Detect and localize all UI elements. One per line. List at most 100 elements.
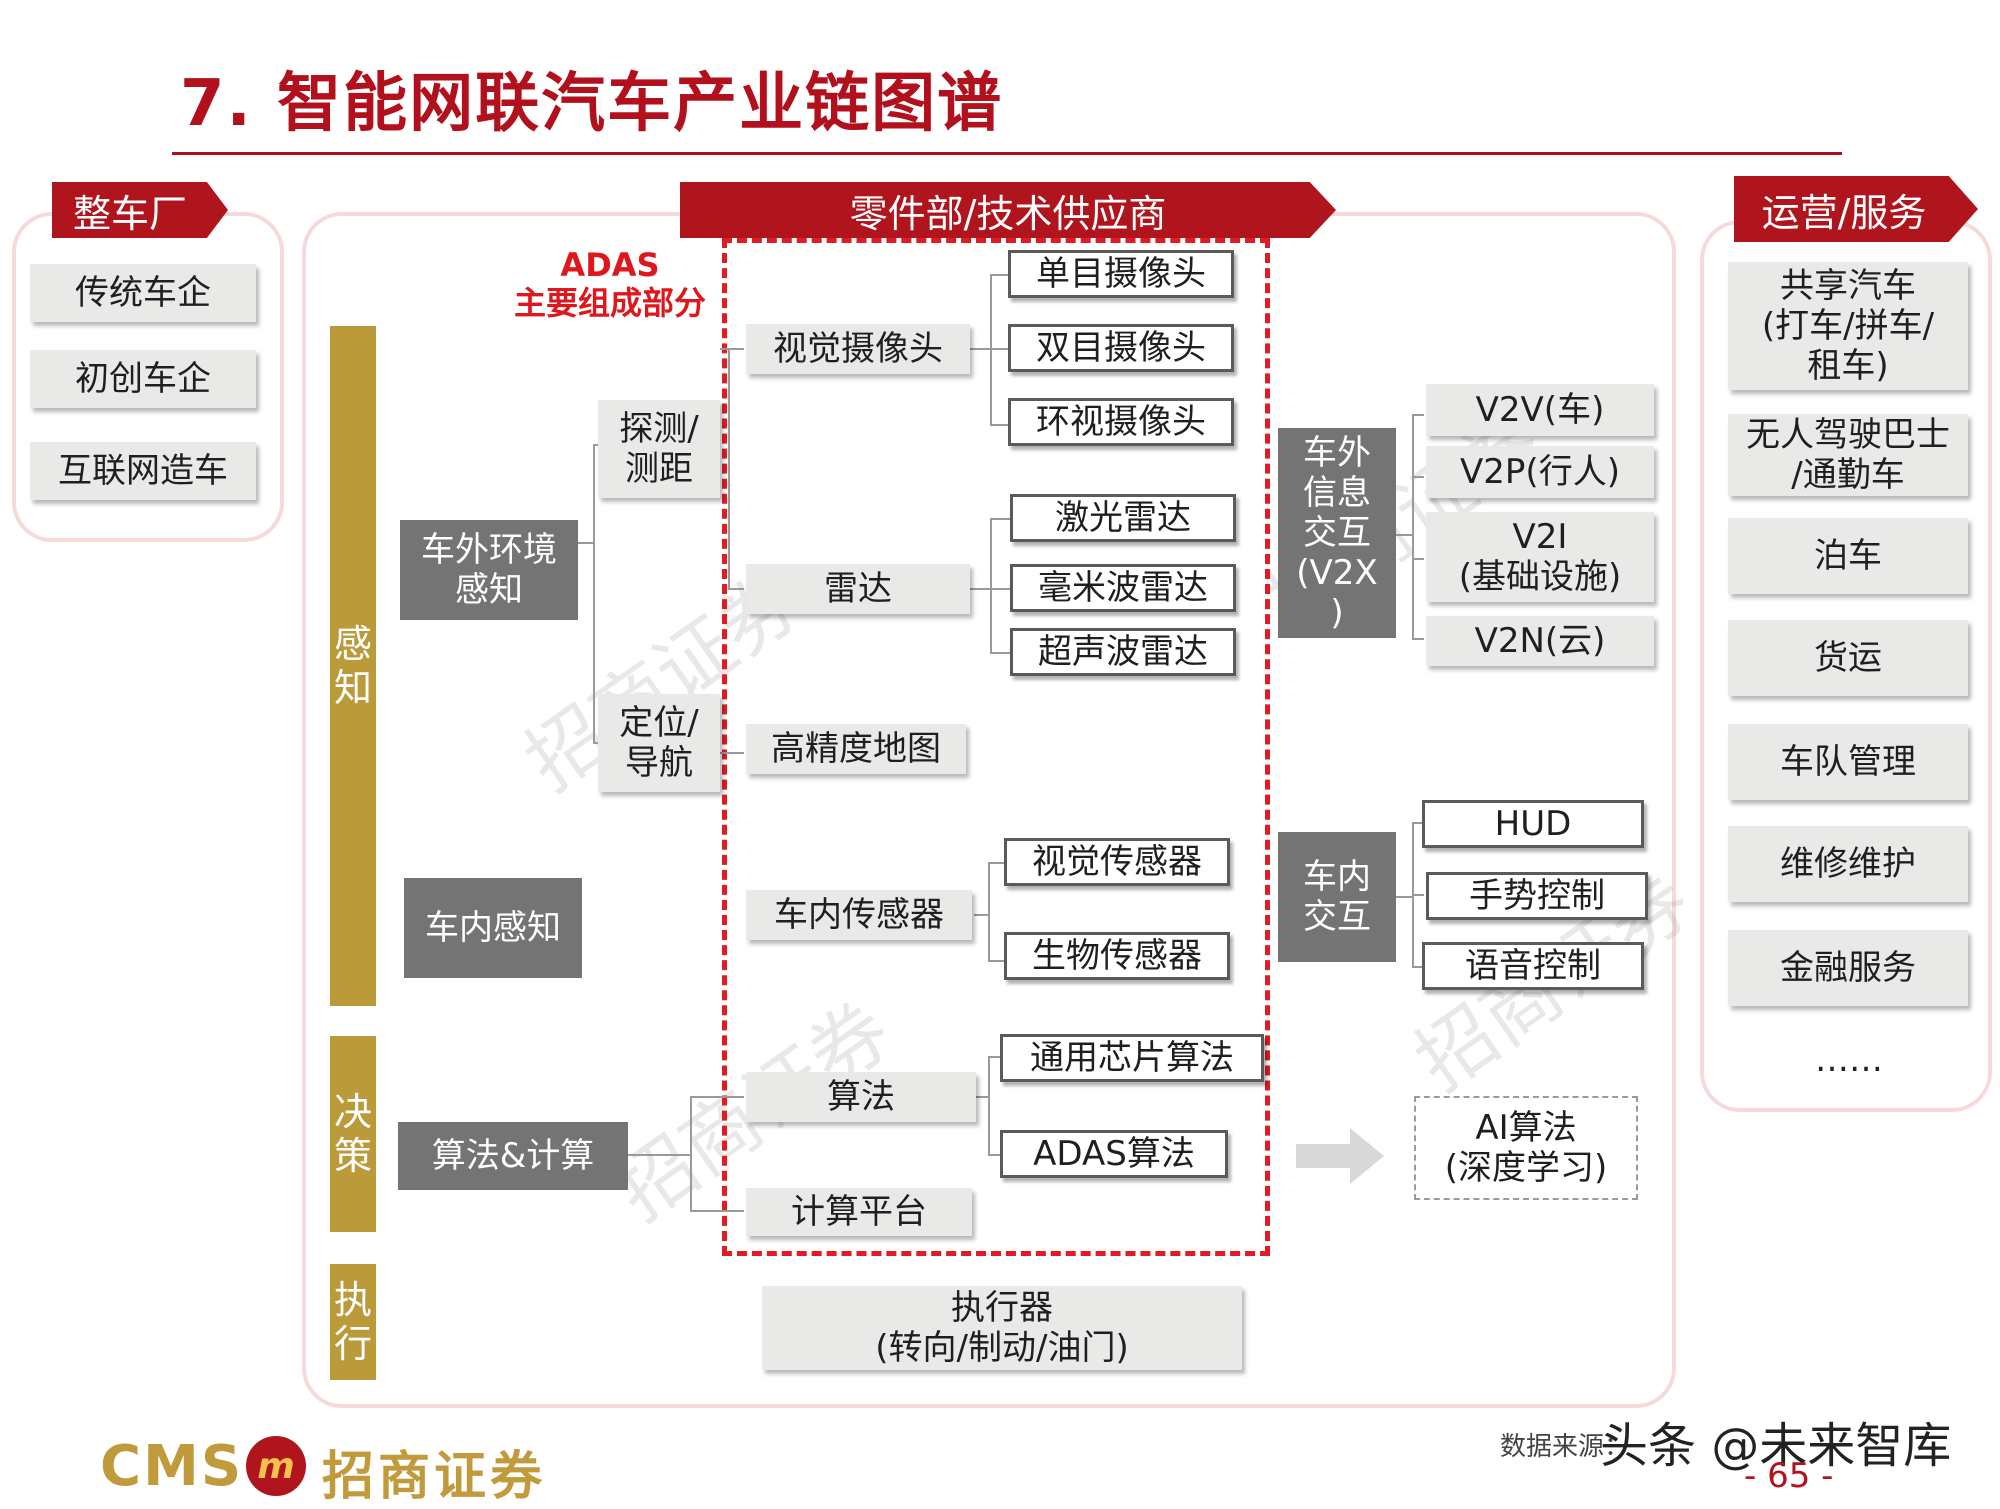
connector <box>1412 414 1424 416</box>
algo-compute: 算法&计算 <box>398 1122 628 1190</box>
camera-mono: 单目摄像头 <box>1008 250 1234 298</box>
connector <box>974 914 988 916</box>
v2x-interaction-label: 车外 信息 交互 (V2X ) <box>1296 433 1378 633</box>
detect-ranging-label: 探测/ 测距 <box>619 409 699 489</box>
connector <box>988 862 1004 864</box>
connector <box>728 348 730 590</box>
title-underline <box>172 152 1842 155</box>
services-banner: 运营/服务 <box>1734 176 1978 242</box>
arrow-right-icon <box>1296 1128 1384 1184</box>
exterior-perception-label: 车外环境 感知 <box>421 530 557 610</box>
connector <box>988 1154 1000 1156</box>
v2p: V2P(行人) <box>1426 446 1654 498</box>
stage-decision-label: 决 策 <box>333 1090 372 1178</box>
service-more: …… <box>1815 1040 1883 1080</box>
oem-banner: 整车厂 <box>52 182 228 238</box>
oem-startup: 初创车企 <box>30 350 256 408</box>
service-bus: 无人驾驶巴士 /通勤车 <box>1728 414 1968 496</box>
radar-mmwave: 毫米波雷达 <box>1010 564 1236 612</box>
adas-label: ADAS 主要组成部分 <box>500 246 720 326</box>
connector <box>1412 638 1424 640</box>
v2i-label: V2I (基础设施) <box>1458 517 1622 597</box>
connector <box>593 444 595 744</box>
connector <box>690 1096 744 1098</box>
connector <box>988 1056 990 1156</box>
connector <box>628 1154 690 1156</box>
connector <box>720 348 728 350</box>
stage-execution-label: 执 行 <box>333 1278 372 1366</box>
connector <box>990 518 1010 520</box>
exterior-perception: 车外环境 感知 <box>400 520 578 620</box>
actuator: 执行器 (转向/制动/油门) <box>762 1286 1242 1370</box>
connector <box>593 742 599 744</box>
hd-map: 高精度地图 <box>746 724 966 774</box>
connector <box>990 424 1010 426</box>
service-maintenance: 维修维护 <box>1728 826 1968 902</box>
camera-vision: 视觉摄像头 <box>746 324 970 374</box>
connector <box>970 588 990 590</box>
interior-perception: 车内感知 <box>404 878 582 978</box>
service-bus-label: 无人驾驶巴士 /通勤车 <box>1746 415 1950 495</box>
cabin-interaction-label: 车内 交互 <box>1303 857 1371 937</box>
logo-mark-letter: m <box>257 1445 295 1487</box>
connector <box>990 274 1010 276</box>
camera-stereo: 双目摄像头 <box>1008 324 1234 372</box>
v2n: V2N(云) <box>1426 616 1654 666</box>
connector <box>593 444 599 446</box>
connector <box>990 588 1010 590</box>
camera-surround: 环视摄像头 <box>1008 398 1234 446</box>
algo-general-chip: 通用芯片算法 <box>1000 1034 1264 1082</box>
connector <box>1412 476 1424 478</box>
ai-deep-learning-label: AI算法 (深度学习) <box>1444 1108 1608 1188</box>
gesture-control: 手势控制 <box>1426 872 1648 920</box>
radar: 雷达 <box>746 564 970 614</box>
connector <box>988 1056 1000 1058</box>
v2x-interaction: 车外 信息 交互 (V2X ) <box>1278 428 1396 638</box>
service-sharing: 共享汽车 (打车/拼车/ 租车) <box>1728 262 1968 390</box>
supplier-banner: 零件部/技术供应商 <box>680 182 1336 238</box>
radar-ultrasonic: 超声波雷达 <box>1010 628 1236 676</box>
positioning-navigation-label: 定位/ 导航 <box>619 703 699 783</box>
voice-control: 语音控制 <box>1422 942 1644 990</box>
stage-decision: 决 策 <box>330 1036 376 1232</box>
adas-label-text: ADAS 主要组成部分 <box>513 246 706 322</box>
connector <box>720 752 744 754</box>
connector <box>1396 896 1412 898</box>
actuator-label: 执行器 (转向/制动/油门) <box>875 1288 1129 1368</box>
page-title: 7. 智能网联汽车产业链图谱 <box>180 67 1004 141</box>
compute-platform: 计算平台 <box>746 1188 972 1236</box>
service-freight: 货运 <box>1728 620 1968 696</box>
oem-internet: 互联网造车 <box>30 442 256 500</box>
v2v: V2V(车) <box>1426 384 1654 436</box>
sensor-vision: 视觉传感器 <box>1004 838 1230 886</box>
service-sharing-label: 共享汽车 (打车/拼车/ 租车) <box>1761 266 1935 386</box>
connector <box>990 652 1010 654</box>
stage-execution: 执 行 <box>330 1264 376 1380</box>
adas-frame <box>722 238 1270 1256</box>
v2i: V2I (基础设施) <box>1426 512 1654 602</box>
connector <box>1412 414 1414 640</box>
connector <box>1412 558 1424 560</box>
algo-adas: ADAS算法 <box>1000 1130 1228 1178</box>
connector <box>728 348 744 350</box>
connector <box>1412 894 1424 896</box>
connector <box>990 518 992 654</box>
cabin-interaction: 车内 交互 <box>1278 832 1396 962</box>
logo-cn: 招商证券 <box>322 1447 547 1507</box>
sensor-bio: 生物传感器 <box>1004 932 1230 980</box>
page-number: - 65 - <box>1744 1456 1834 1496</box>
connector <box>990 274 992 426</box>
cabin-sensor: 车内传感器 <box>746 890 972 940</box>
data-source: 数据来源： <box>1500 1432 1631 1462</box>
connector <box>728 588 744 590</box>
stage-perception-label: 感 知 <box>333 622 372 710</box>
ai-deep-learning: AI算法 (深度学习) <box>1414 1096 1638 1200</box>
connector <box>1412 822 1424 824</box>
brand-overlay: 头条 @未来智库 <box>1600 1418 1952 1474</box>
radar-lidar: 激光雷达 <box>1010 494 1236 542</box>
connector <box>577 542 593 544</box>
stage-perception: 感 知 <box>330 326 376 1006</box>
connector <box>1396 534 1412 536</box>
service-parking: 泊车 <box>1728 518 1968 594</box>
positioning-navigation: 定位/ 导航 <box>598 694 720 792</box>
